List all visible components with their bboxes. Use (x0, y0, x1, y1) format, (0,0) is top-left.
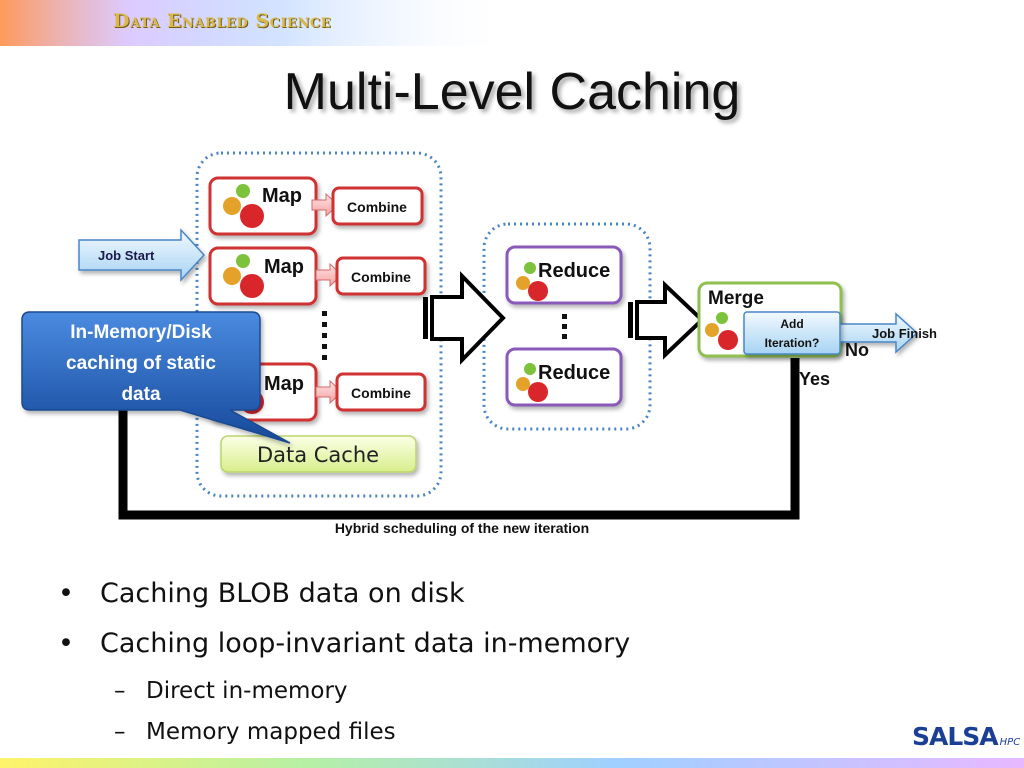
reduce-to-merge-arrow (628, 280, 705, 360)
data-cache-box (220, 435, 417, 473)
job-start-label: Job Start (98, 248, 155, 263)
combine-label: Combine (351, 385, 411, 401)
gears-icon (223, 254, 264, 298)
data-cache-label: Data Cache (257, 443, 379, 467)
reduce-task-2: Reduce (505, 347, 623, 407)
dash-icon: – (114, 678, 126, 704)
logo-sub: HPC (999, 737, 1021, 748)
combine-label: Combine (347, 199, 407, 215)
reduce-ellipsis (562, 314, 567, 339)
callout-line2: caching of static (66, 353, 216, 374)
map-label: Map (264, 373, 304, 395)
header-banner (0, 0, 520, 46)
slide-title: Multi-Level Caching (283, 63, 741, 121)
caching-callout: In-Memory/Disk caching of static data (21, 311, 291, 444)
yes-label: Yes (799, 369, 830, 389)
combine-box-1: Combine (331, 186, 424, 226)
callout-line1: In-Memory/Disk (70, 322, 212, 343)
combine-box-2: Combine (335, 256, 427, 296)
gears-icon (223, 184, 264, 228)
add-iteration-box (743, 311, 841, 355)
reduce-task-1: Reduce (505, 245, 623, 305)
gears-icon (516, 363, 548, 402)
dash-icon: – (114, 719, 126, 745)
iteration-loop-line (118, 358, 800, 520)
combine-label: Combine (351, 269, 411, 285)
combine-box-3: Combine (335, 372, 427, 412)
logo-main: SALSA (912, 722, 999, 751)
bullet-dot-icon: • (58, 578, 74, 609)
add-iteration-line1: Add (780, 317, 803, 331)
map-to-reduce-arrow (423, 271, 506, 365)
no-label: No (845, 340, 869, 360)
map-label: Map (264, 256, 304, 278)
map-label: Map (262, 185, 302, 207)
bullet-dot-icon: • (58, 628, 74, 659)
gears-icon (516, 262, 548, 301)
gears-icon (705, 312, 738, 350)
job-finish-label: Job Finish (872, 326, 937, 341)
brand-title: Data Enabled Science (113, 10, 332, 32)
loop-label: Hybrid scheduling of the new iteration (335, 520, 589, 536)
reduce-label: Reduce (538, 362, 610, 384)
map-task-2: Map (208, 246, 318, 306)
reduce-label: Reduce (538, 260, 610, 282)
map-ellipsis (322, 311, 327, 360)
job-start-arrow (78, 228, 206, 282)
callout-line3: data (121, 384, 161, 405)
add-iteration-line2: Iteration? (765, 336, 820, 350)
merge-label: Merge (708, 288, 764, 309)
map-task-1: Map (208, 176, 318, 236)
bottom-gradient-bar (0, 758, 1024, 768)
